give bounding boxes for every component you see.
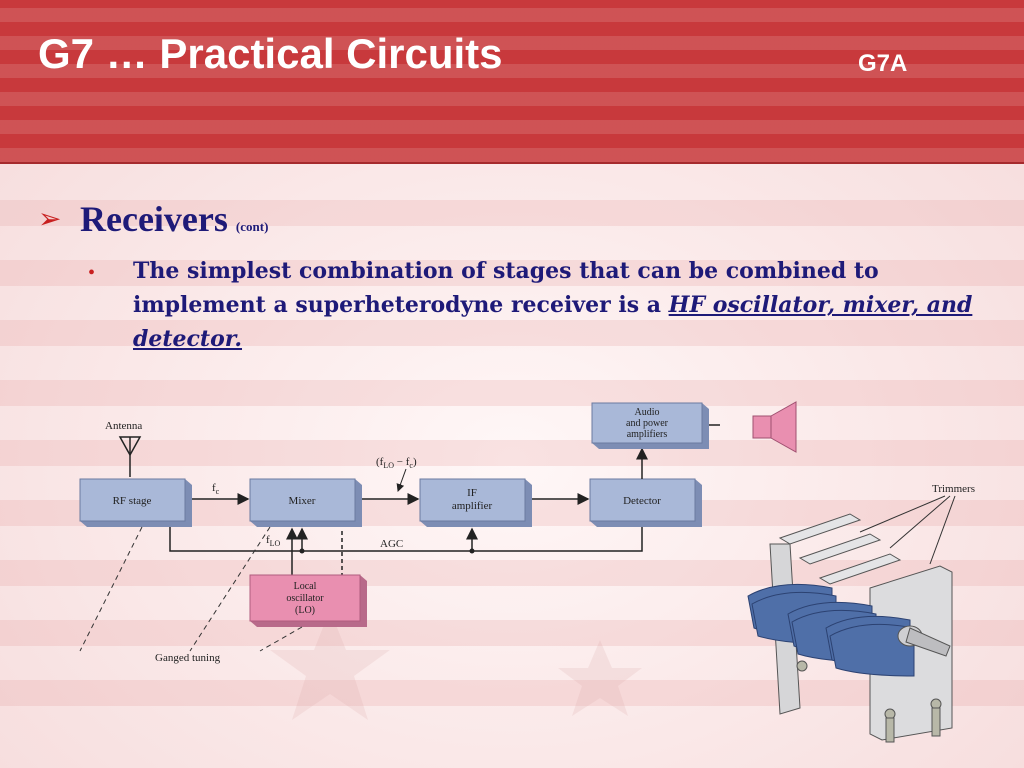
antenna-icon <box>118 436 142 477</box>
rf-stage-label: RF stage <box>113 495 152 507</box>
capacitor-screws <box>796 660 942 743</box>
audio-amplifier-block <box>591 402 709 449</box>
trimmers-label: Trimmers <box>932 483 975 495</box>
audio-label-2: and power <box>626 418 669 429</box>
detector-block <box>589 478 702 527</box>
capacitor-shaft <box>897 625 951 657</box>
variable-capacitor-illustration: Trimmers <box>747 483 975 743</box>
slide-header: G7 … Practical Circuits G7A <box>0 0 1024 164</box>
ganged-tuning-label: Ganged tuning <box>155 652 221 664</box>
lo-label-1: Local <box>294 581 317 592</box>
bullet-text: The simplest combination of stages that … <box>133 254 993 356</box>
agc-feedback-line <box>169 527 643 554</box>
antenna-label: Antenna <box>105 420 142 432</box>
slide-title: G7 … Practical Circuits <box>38 30 503 77</box>
capacitor-plates <box>747 583 915 677</box>
lo-label-3: (LO) <box>295 605 315 616</box>
speaker-icon <box>752 401 797 453</box>
audio-label-1: Audio <box>635 407 660 418</box>
flo-label: fLO <box>266 534 281 548</box>
rf-stage-block <box>79 478 192 527</box>
mixer-label: Mixer <box>289 495 316 507</box>
superheterodyne-block-diagram: Antenna RF stage fc Mixer (fLO − fc) IF … <box>79 402 720 664</box>
fc-label: fc <box>212 482 220 496</box>
agc-label: AGC <box>380 538 403 550</box>
topic-heading-sub: (cont) <box>235 219 269 234</box>
audio-label-3: amplifiers <box>627 429 668 440</box>
bullet-text-emphasis: HF oscillator, mixer, and detector. <box>133 292 973 352</box>
if-amplifier-label-1: IF <box>467 487 477 499</box>
lo-label-2: oscillator <box>286 593 324 604</box>
if-amplifier-label-2: amplifier <box>452 500 493 512</box>
mixer-block <box>249 478 362 527</box>
topic-heading-text: Receivers <box>80 199 228 239</box>
header-texture <box>0 0 1024 162</box>
if-amplifier-block <box>419 478 532 527</box>
trimmer-leader-lines <box>859 495 956 565</box>
arrow-bullet-icon: ➢ <box>38 204 62 235</box>
ganged-tuning-lines <box>79 526 303 652</box>
if-frequency-label: (fLO − fc) <box>376 456 417 470</box>
local-oscillator-block <box>249 574 367 627</box>
bullet-text-main: The simplest combination of stages that … <box>133 258 879 318</box>
bullet-dot-icon: • <box>88 262 96 284</box>
detector-label: Detector <box>623 495 661 507</box>
slide-code: G7A <box>858 50 908 77</box>
